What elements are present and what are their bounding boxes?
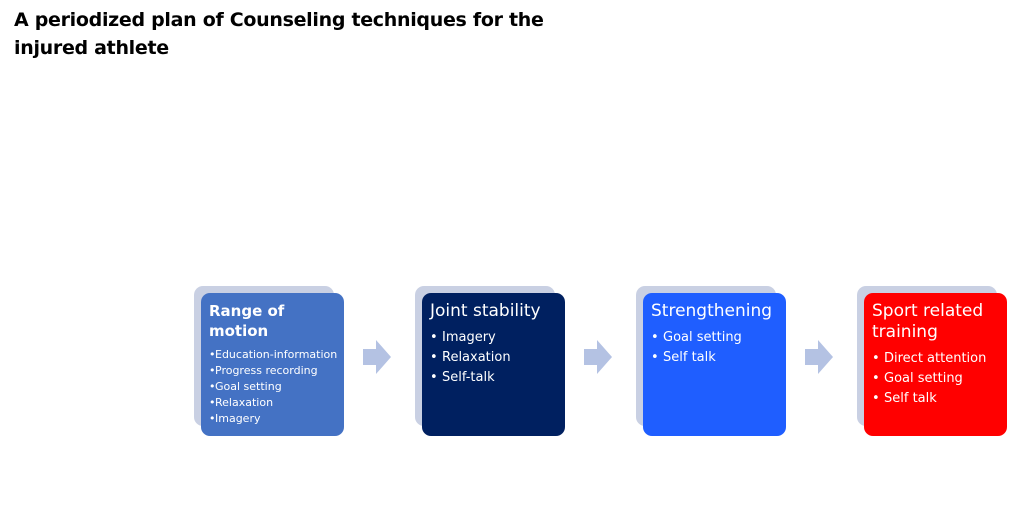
technique-item: Imagery	[209, 411, 338, 426]
step-sport-related-training: Sport related training Direct attention …	[857, 286, 1007, 436]
technique-item: Self-talk	[430, 368, 559, 388]
technique-item: Direct attention	[872, 349, 1001, 369]
step-heading: Range of motion	[209, 302, 285, 340]
step-strengthening: Strengthening Goal setting Self talk	[636, 286, 786, 436]
technique-item: Education-information	[209, 347, 338, 362]
technique-item: Imagery	[430, 328, 559, 348]
diagram-title: A periodized plan of Counseling techniqu…	[14, 9, 544, 59]
step-heading: Joint stability	[430, 301, 541, 321]
step-card: Strengthening Goal setting Self talk	[643, 293, 786, 436]
step-range-of-motion: Range of motion Education-information Pr…	[194, 286, 344, 436]
technique-item: Self talk	[651, 348, 780, 368]
technique-item: Goal setting	[872, 369, 1001, 389]
technique-item: Progress recording	[209, 363, 338, 378]
technique-list: Goal setting Self talk	[651, 328, 780, 368]
arrow-right-icon	[805, 340, 833, 374]
step-card: Sport related training Direct attention …	[864, 293, 1007, 436]
step-heading: Sport related training	[872, 301, 984, 342]
step-card: Range of motion Education-information Pr…	[201, 293, 344, 436]
technique-item: Relaxation	[209, 395, 338, 410]
technique-item: Goal setting	[651, 328, 780, 348]
step-card: Joint stability Imagery Relaxation Self-…	[422, 293, 565, 436]
arrow-right-icon	[363, 340, 391, 374]
technique-list: Imagery Relaxation Self-talk	[430, 328, 559, 388]
step-heading: Strengthening	[651, 301, 773, 321]
technique-item: Goal setting	[209, 379, 338, 394]
technique-item: Self talk	[872, 389, 1001, 409]
step-joint-stability: Joint stability Imagery Relaxation Self-…	[415, 286, 565, 436]
technique-item: Relaxation	[430, 348, 559, 368]
technique-list: Direct attention Goal setting Self talk	[872, 349, 1001, 409]
technique-list: Education-information Progress recording…	[209, 347, 338, 426]
arrow-right-icon	[584, 340, 612, 374]
